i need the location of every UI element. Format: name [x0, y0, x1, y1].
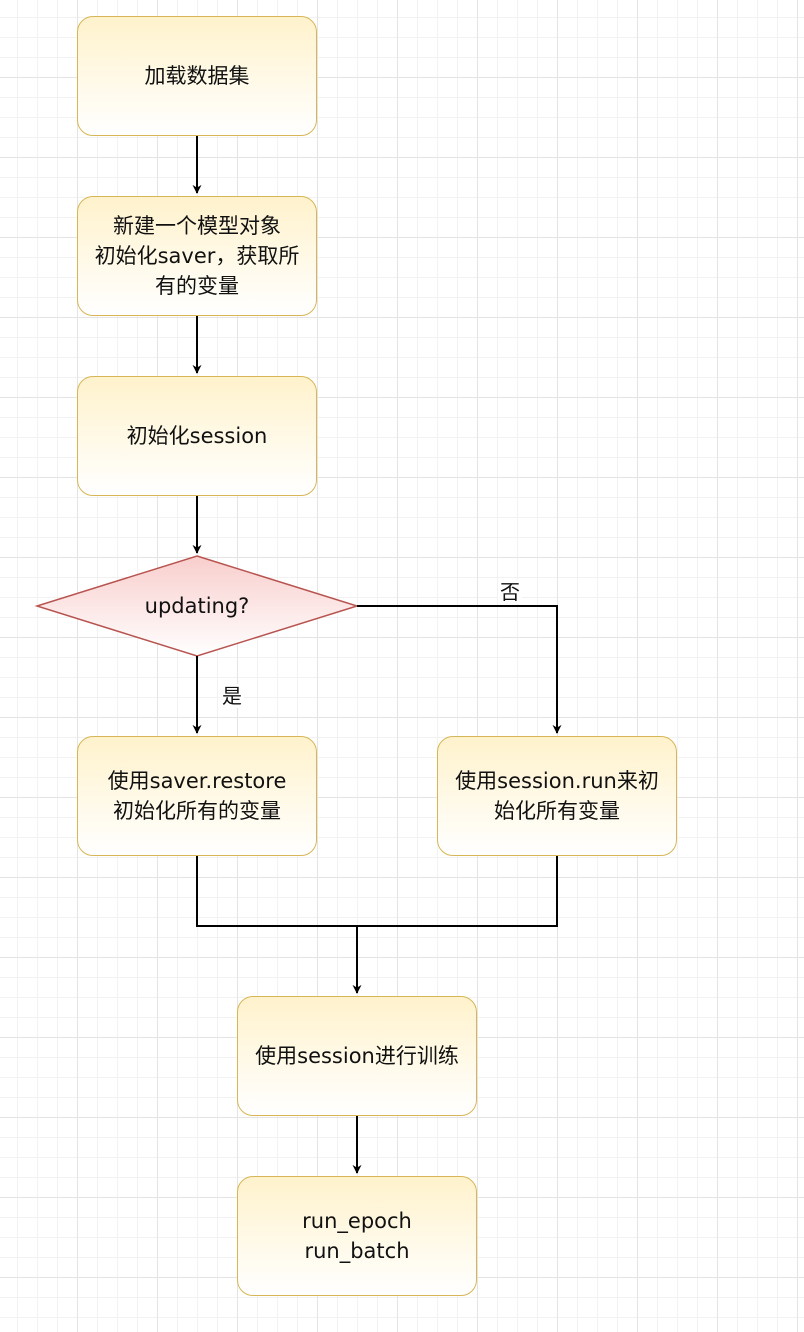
- node-run-loop[interactable]: run_epoch run_batch: [237, 1176, 477, 1296]
- node-create-model-label: 新建一个模型对象 初始化saver，获取所 有的变量: [94, 214, 300, 298]
- node-train-label: 使用session进行训练: [255, 1044, 459, 1068]
- node-run-init-vars-label: 使用session.run来初 始化所有变量: [455, 769, 659, 823]
- node-restore-vars-label: 使用saver.restore 初始化所有的变量: [107, 769, 287, 823]
- edge-label-yes: 是: [220, 684, 244, 708]
- decision-label: updating?: [144, 594, 250, 618]
- node-load-dataset[interactable]: 加载数据集: [77, 16, 317, 136]
- node-run-init-vars[interactable]: 使用session.run来初 始化所有变量: [437, 736, 677, 856]
- node-init-session[interactable]: 初始化session: [77, 376, 317, 496]
- node-train[interactable]: 使用session进行训练: [237, 996, 477, 1116]
- node-init-session-label: 初始化session: [126, 424, 268, 448]
- edge-label-no: 否: [498, 580, 522, 604]
- node-restore-vars[interactable]: 使用saver.restore 初始化所有的变量: [77, 736, 317, 856]
- edge-decision-no: [357, 605, 562, 734]
- edge-restore-merge: [196, 856, 357, 927]
- node-create-model[interactable]: 新建一个模型对象 初始化saver，获取所 有的变量: [77, 196, 317, 316]
- edge-run-init-merge: [357, 856, 558, 927]
- node-run-loop-label: run_epoch run_batch: [302, 1209, 412, 1263]
- node-load-dataset-label: 加载数据集: [144, 64, 250, 88]
